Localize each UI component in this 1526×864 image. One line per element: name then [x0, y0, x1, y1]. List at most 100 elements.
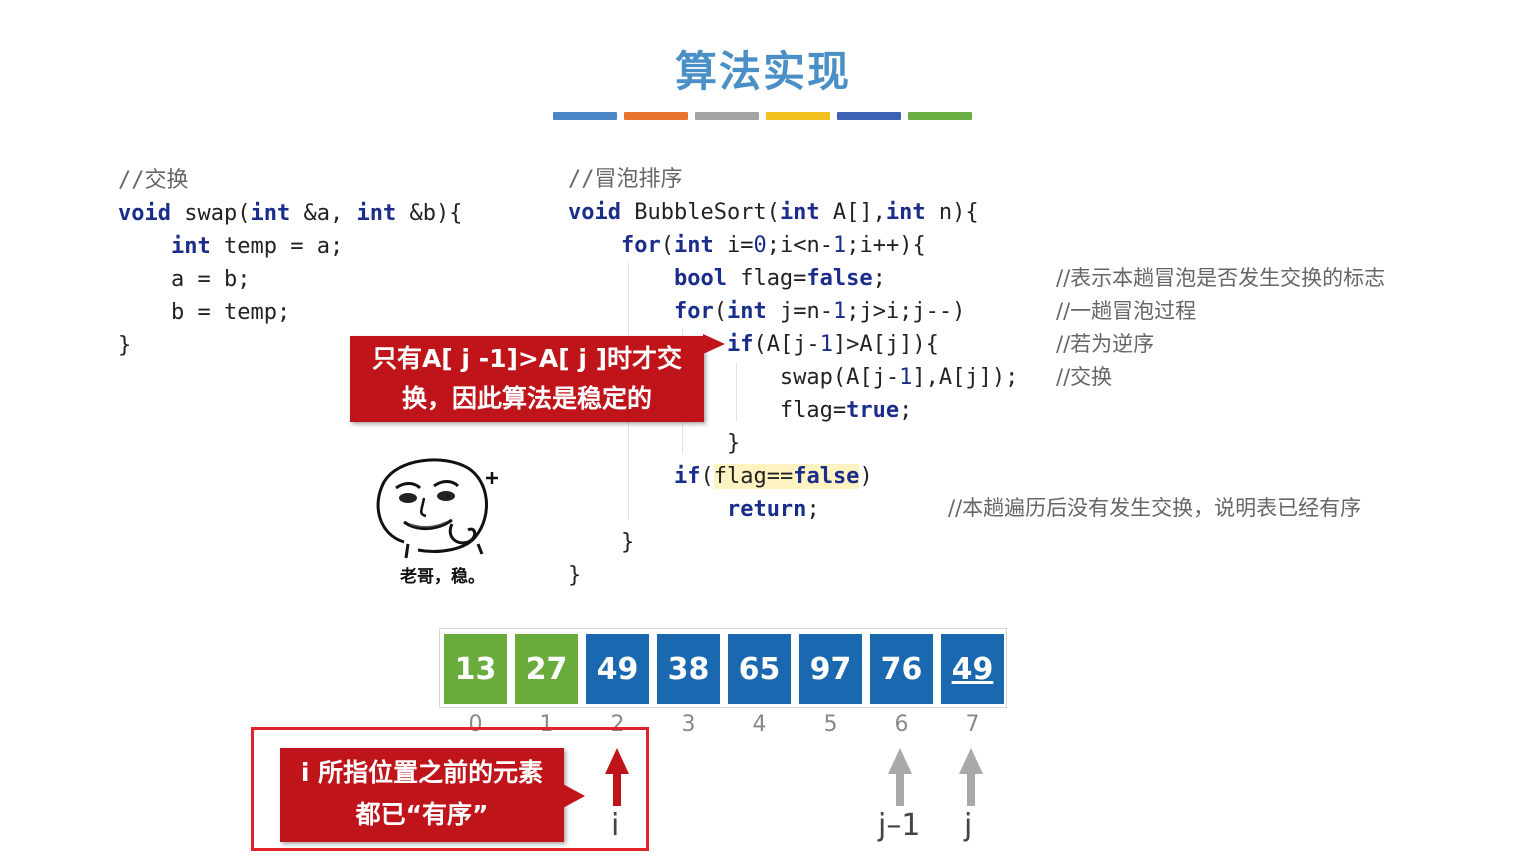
code-text: ;j>i;j--): [846, 299, 966, 324]
code-number: 1: [899, 365, 913, 390]
page-title: 算法实现: [674, 47, 851, 96]
array-index: 7: [965, 712, 980, 737]
comment-already-sorted: //本趟遍历后没有发生交换，说明表已经有序: [948, 496, 1362, 520]
array-cell: 76: [870, 634, 933, 704]
comment-swap: //交换: [1056, 365, 1113, 389]
pointer-i-label: i: [611, 808, 620, 843]
array-index: 6: [894, 712, 909, 737]
code-number: 1: [832, 299, 847, 324]
code-text: ]>A[j]){: [832, 332, 939, 357]
code-text: }: [568, 563, 582, 588]
j-arrow-icon: [959, 748, 983, 806]
array-cell-value: 65: [738, 651, 781, 687]
code-text: ;: [872, 266, 886, 291]
code-number: 1: [819, 332, 833, 357]
callout-text: i 所指位置之前的元素: [300, 758, 544, 787]
bubble-comment: //冒泡排序: [568, 167, 683, 192]
code-keyword: true: [846, 398, 900, 423]
code-number: 1: [832, 233, 847, 258]
code-keyword: if: [726, 332, 754, 357]
callout-text: 只有A[ j -1]>A[ j ]时才交: [371, 344, 683, 373]
code-keyword: bool: [673, 266, 727, 291]
comment-one-pass: //一趟冒泡过程: [1056, 299, 1197, 323]
callout-pointer: [703, 334, 725, 354]
code-text: ;: [899, 398, 913, 423]
code-keyword: int: [673, 233, 714, 258]
array-cell: 65: [728, 634, 791, 704]
color-bar-segment: [553, 112, 617, 120]
code-text: ): [859, 464, 873, 489]
array-frame: [439, 628, 1007, 708]
code-text: BubbleSort(: [620, 200, 780, 225]
code-text: temp = a;: [210, 234, 344, 259]
array-cell-value: 38: [667, 651, 710, 687]
array-cell: 27: [515, 634, 578, 704]
callout-text: 换，因此算法是稳定的: [401, 384, 652, 413]
code-text: (: [660, 233, 674, 258]
code-text: }: [726, 431, 741, 456]
meme-caption: 老哥，稳。: [400, 567, 485, 587]
array-cell-value: 13: [454, 651, 497, 687]
pointer-j-label: j: [964, 808, 973, 843]
meme-face-icon: [376, 458, 498, 559]
code-text: A[],: [819, 200, 886, 225]
comment-reverse: //若为逆序: [1056, 332, 1155, 356]
code-keyword: int: [170, 234, 211, 259]
code-text: (A[j-: [753, 332, 820, 357]
array-index: 5: [823, 712, 838, 737]
array-cell: 97: [799, 634, 862, 704]
code-text: &a,: [290, 201, 357, 226]
array-index: 1: [539, 712, 554, 737]
code-text: swap(: [170, 201, 251, 226]
code-keyword: int: [356, 201, 397, 226]
color-bar-segment: [908, 112, 972, 120]
color-bar-segment: [837, 112, 901, 120]
code-keyword: int: [250, 201, 291, 226]
array-cell: 49: [586, 634, 649, 704]
code-keyword: void: [118, 201, 171, 226]
stability-callout: 只有A[ j -1]>A[ j ]时才交 换，因此算法是稳定的: [350, 336, 704, 422]
code-keyword: int: [726, 299, 767, 324]
code-text: swap(A[j-: [779, 365, 900, 390]
highlight-flag-check: flag==false: [713, 464, 860, 489]
code-keyword: for: [620, 233, 661, 258]
code-keyword: int: [779, 200, 820, 225]
indent-guide: [736, 362, 737, 422]
code-keyword: return: [726, 497, 807, 522]
pointer-j-minus-1-label: j–1: [878, 808, 921, 843]
code-text: ;i<n-: [766, 233, 833, 258]
code-keyword: if: [673, 464, 701, 489]
array-cell-value: 27: [525, 651, 568, 687]
code-text: }: [118, 333, 132, 358]
code-keyword: false: [793, 464, 860, 489]
callout-text: 都已“有序”: [355, 800, 489, 829]
code-text: flag=: [779, 398, 847, 423]
comment-flag: //表示本趟冒泡是否发生交换的标志: [1056, 266, 1386, 290]
color-bar-segment: [766, 112, 830, 120]
code-text: (: [713, 299, 727, 324]
swap-code-block: //交换 void swap(int &a, int &b){ int temp…: [118, 164, 462, 362]
color-bar-segment: [624, 112, 688, 120]
array-cell: 49: [941, 634, 1004, 704]
array-cell-value: 49: [951, 651, 994, 687]
code-keyword: false: [806, 266, 873, 291]
array-cell-value: 97: [809, 651, 852, 687]
code-text: a = b;: [170, 267, 251, 292]
sorted-prefix-callout: i 所指位置之前的元素 都已“有序”: [280, 748, 564, 842]
swap-comment: //交换: [118, 168, 189, 193]
array-cell: 38: [657, 634, 720, 704]
code-text: (: [700, 464, 714, 489]
i-arrow-icon: [605, 748, 629, 806]
array-cell-value: 49: [596, 651, 639, 687]
array-index: 4: [752, 712, 767, 737]
code-text: ;: [806, 497, 820, 522]
code-text: n){: [925, 200, 979, 225]
code-text: flag==: [713, 464, 794, 489]
code-text: &b){: [396, 201, 463, 226]
array-index: 0: [468, 712, 483, 737]
code-text: ],A[j]);: [912, 365, 1019, 390]
array-index: 2: [610, 712, 625, 737]
array-cell: 13: [444, 634, 507, 704]
callout-pointer: [563, 784, 585, 808]
code-keyword: int: [885, 200, 926, 225]
